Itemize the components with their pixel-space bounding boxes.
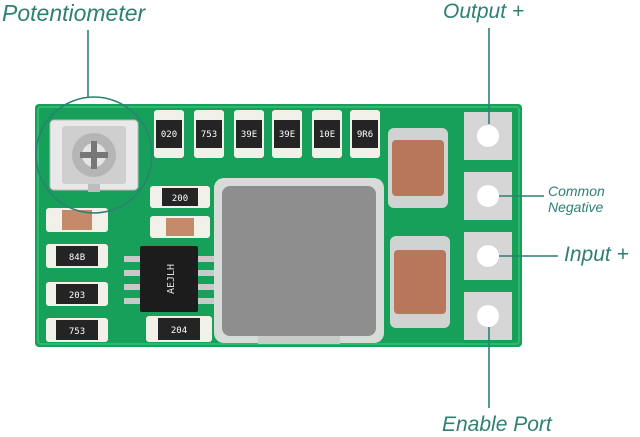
resistor-left-3: 753 — [46, 318, 108, 342]
label-input-plus: Input + — [564, 243, 629, 266]
resistor-mid-lower: 204 — [146, 316, 212, 342]
resistor-left-2: 203 — [46, 282, 108, 306]
svg-text:39E: 39E — [241, 130, 257, 140]
capacitor-mid — [150, 216, 210, 238]
svg-text:200: 200 — [172, 194, 188, 204]
potentiometer — [49, 119, 139, 192]
svg-text:39E: 39E — [279, 130, 295, 140]
resistor-mid-upper: 200 — [150, 186, 210, 208]
resistor-top-1: 020 — [154, 110, 184, 158]
resistor-top-2: 753 — [194, 110, 224, 158]
resistor-top-5: 10E — [312, 110, 342, 158]
resistor-top-4: 39E — [272, 110, 302, 158]
capacitor-upper — [388, 128, 448, 208]
svg-text:10E: 10E — [319, 130, 335, 140]
label-common: Common — [548, 183, 605, 199]
svg-text:753: 753 — [69, 327, 85, 337]
label-negative: Negative — [548, 199, 604, 215]
inductor — [214, 178, 384, 344]
svg-text:753: 753 — [201, 130, 217, 140]
svg-text:204: 204 — [171, 326, 187, 336]
svg-text:9R6: 9R6 — [357, 130, 373, 140]
label-output-plus: Output + — [443, 0, 525, 23]
resistor-left-1: 84B — [46, 244, 108, 268]
svg-text:AEJLH: AEJLH — [166, 264, 177, 294]
resistor-top-3: 39E — [234, 110, 264, 158]
label-enable-port: Enable Port — [442, 413, 552, 436]
potentiometer-highlight-circle — [35, 96, 153, 214]
svg-text:020: 020 — [161, 130, 177, 140]
capacitor-lower — [390, 236, 450, 328]
svg-text:84B: 84B — [69, 253, 85, 263]
svg-text:203: 203 — [69, 291, 85, 301]
label-potentiometer: Potentiometer — [2, 0, 146, 26]
capacitor-small-left — [46, 208, 108, 232]
label-common-negative: Common Negative — [548, 183, 605, 215]
ic-chip: AEJLH — [124, 246, 214, 312]
resistor-top-6: 9R6 — [350, 110, 380, 158]
